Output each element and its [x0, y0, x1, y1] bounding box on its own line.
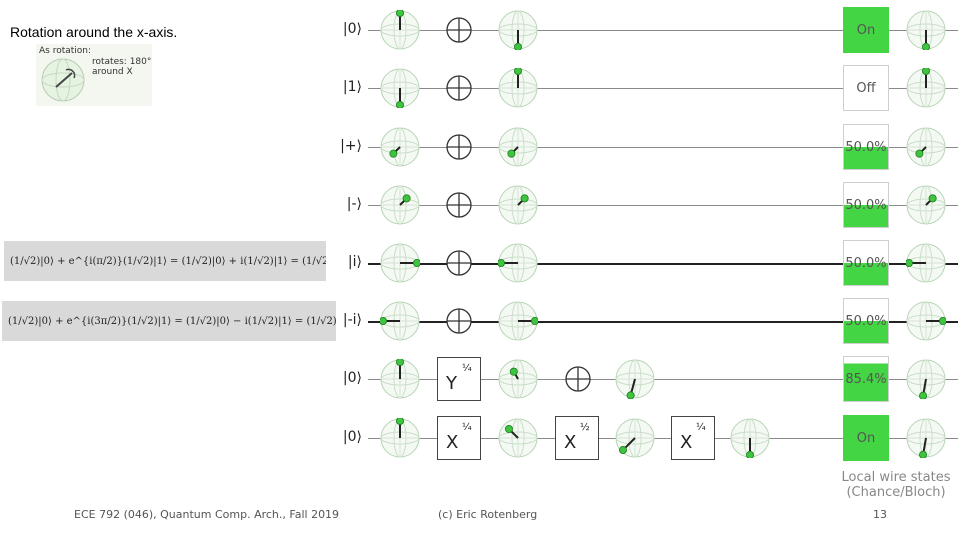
wire-6-not-gate[interactable] [445, 307, 473, 335]
wire-8-bloch-sphere-d [730, 418, 770, 458]
wire-3-bloch-sphere-b [498, 127, 538, 167]
wire-2-line [368, 88, 958, 89]
wire-2-bloch-sphere-b [498, 68, 538, 108]
wire-8-state-display: On [843, 415, 889, 461]
wire-8-bloch-sphere-e [906, 418, 946, 458]
gate-exponent: ¼ [462, 422, 472, 433]
gate-exponent: ½ [580, 422, 590, 433]
gate-symbol: Y [446, 373, 457, 394]
wire-4-bloch-sphere-a [380, 185, 420, 225]
state-readout: 85.4% [845, 371, 887, 387]
wire-5-bloch-sphere-b [498, 243, 538, 283]
wire-5-not-gate[interactable] [445, 249, 473, 277]
wire-2-state-display: Off [843, 65, 889, 111]
wire-8-line [368, 438, 958, 439]
wire-8-bloch-sphere-b [498, 418, 538, 458]
state-readout: 50.0% [845, 139, 887, 155]
wire-2-bloch-sphere-a [380, 68, 420, 108]
wire-2-not-gate[interactable] [445, 74, 473, 102]
slide-title: Rotation around the x-axis. [10, 24, 178, 40]
wire-4-bloch-sphere-c [906, 185, 946, 225]
wire-1-bloch-sphere-c [906, 10, 946, 50]
wire-3-state-display: 50.0% [843, 124, 889, 170]
wire-2-bloch-sphere-c [906, 68, 946, 108]
equation-minus-i-state: (1/√2)|0⟩ + e^{i(3π/2)}(1/√2)|1⟩ = (1/√2… [2, 301, 336, 341]
wire-7-bloch-sphere-d [906, 359, 946, 399]
local-wire-states-caption: Local wire states (Chance/Bloch) [836, 470, 956, 500]
footer-author: (c) Eric Rotenberg [438, 508, 538, 521]
wire-5-ket-label: |i⟩ [347, 254, 362, 270]
wire-4-not-gate[interactable] [445, 191, 473, 219]
wire-7-bloch-sphere-b [498, 359, 538, 399]
gate-exponent: ¼ [696, 422, 706, 433]
footer-course: ECE 792 (046), Quantum Comp. Arch., Fall… [74, 508, 340, 521]
state-readout: 50.0% [845, 197, 887, 213]
wire-7-bloch-sphere-c [615, 359, 655, 399]
wire-1-bloch-sphere-b [498, 10, 538, 50]
state-readout: 50.0% [845, 255, 887, 271]
bloch-sphere-icon [41, 58, 85, 102]
gate-symbol: X [564, 432, 577, 453]
wire-1-not-gate[interactable] [445, 16, 473, 44]
rotation-thumbnail: As rotation: rotates: 180° around X [36, 44, 152, 106]
wire-1-bloch-sphere-a [380, 10, 420, 50]
wire-4-state-display: 50.0% [843, 182, 889, 228]
wire-6-state-display: 50.0% [843, 298, 889, 344]
wire-3-bloch-sphere-a [380, 127, 420, 167]
wire-8-ket-label: |0⟩ [342, 429, 362, 445]
thumbnail-heading: As rotation: [39, 46, 92, 56]
state-readout: Off [856, 80, 876, 96]
equation-i-state: (1/√2)|0⟩ + e^{i(π/2)}(1/√2)|1⟩ = (1/√2)… [4, 241, 326, 281]
wire-4-bloch-sphere-b [498, 185, 538, 225]
wire-5-line [368, 263, 958, 265]
state-readout: On [856, 22, 876, 38]
wire-5-bloch-sphere-c [906, 243, 946, 283]
wire-7-line [368, 379, 958, 380]
wire-7-not-gate[interactable] [564, 365, 592, 393]
wire-6-bloch-sphere-c [906, 301, 946, 341]
wire-4-ket-label: |-⟩ [346, 196, 362, 212]
wire-6-line [368, 321, 958, 323]
caption-line1: Local wire states [841, 470, 951, 485]
caption-line2: (Chance/Bloch) [846, 485, 946, 500]
wire-8-bloch-sphere-a [380, 418, 420, 458]
wire-6-bloch-sphere-b [498, 301, 538, 341]
gate-symbol: X [680, 432, 693, 453]
wire-8-bloch-sphere-c [615, 418, 655, 458]
wire-7-bloch-sphere-a [380, 359, 420, 399]
wire-7-state-display: 85.4% [843, 356, 889, 402]
state-readout: 50.0% [845, 313, 887, 329]
footer-page-number: 13 [873, 508, 887, 521]
gate-exponent: ¼ [462, 363, 472, 374]
wire-3-ket-label: |+⟩ [340, 138, 362, 154]
wire-3-line [368, 147, 958, 148]
wire-1-line [368, 30, 958, 31]
wire-7-ket-label: |0⟩ [342, 370, 362, 386]
wire-4-line [368, 205, 958, 206]
wire-6-bloch-sphere-a [380, 301, 420, 341]
wire-6-ket-label: |-i⟩ [342, 312, 362, 328]
wire-3-not-gate[interactable] [445, 133, 473, 161]
gate-symbol: X [446, 432, 459, 453]
wire-5-bloch-sphere-a [380, 243, 420, 283]
wire-1-ket-label: |0⟩ [342, 21, 362, 37]
wire-1-state-display: On [843, 7, 889, 53]
wire-3-bloch-sphere-c [906, 127, 946, 167]
wire-2-ket-label: |1⟩ [342, 79, 362, 95]
state-readout: On [856, 430, 876, 446]
thumbnail-rotates: rotates: 180° [92, 57, 152, 67]
wire-5-state-display: 50.0% [843, 240, 889, 286]
thumbnail-axis: around X [92, 67, 133, 77]
